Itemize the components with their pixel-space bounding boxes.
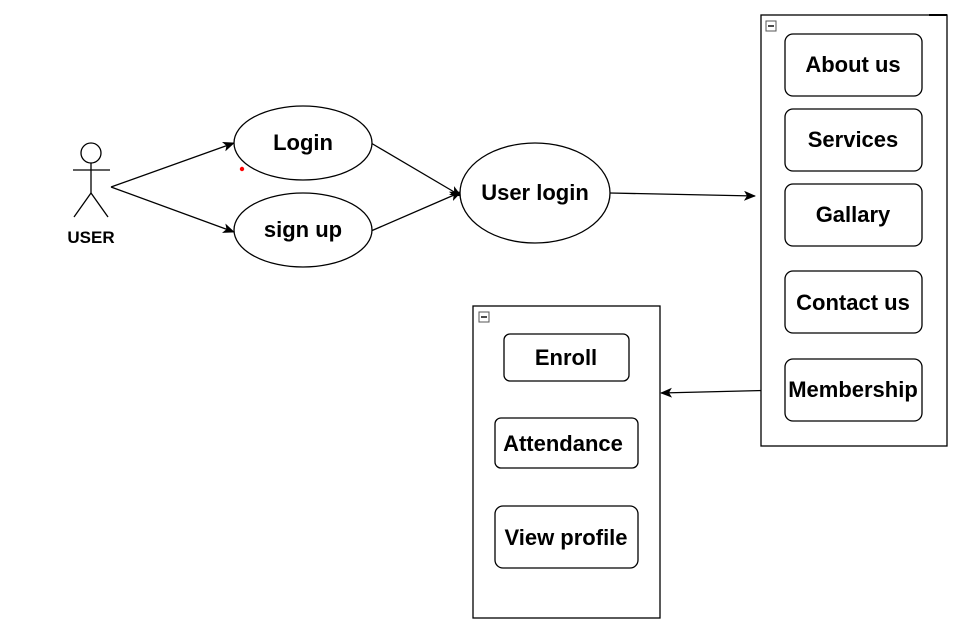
collapse-icon[interactable] bbox=[478, 311, 490, 323]
arrow-user-to-signup bbox=[110, 186, 235, 233]
contact-us-label: Contact us bbox=[796, 290, 910, 315]
membership-panel: Enroll Attendance View profile bbox=[472, 305, 661, 619]
menu-item-services[interactable]: Services bbox=[784, 108, 923, 172]
signup-label: sign up bbox=[264, 217, 342, 242]
services-label: Services bbox=[808, 127, 899, 152]
arrow-signup-to-user-login bbox=[370, 191, 462, 232]
collapse-icon[interactable] bbox=[765, 20, 777, 32]
menu-item-about-us[interactable]: About us bbox=[784, 33, 923, 97]
actor-label: USER bbox=[67, 228, 114, 247]
panel-item-attendance[interactable]: Attendance bbox=[494, 417, 639, 469]
membership-label: Membership bbox=[788, 377, 918, 402]
actor-right-leg bbox=[90, 192, 109, 218]
actor-left-leg bbox=[73, 192, 92, 218]
user-login-label: User login bbox=[481, 180, 589, 205]
use-case-signup[interactable]: sign up bbox=[233, 192, 373, 268]
panel-item-view-profile[interactable]: View profile bbox=[494, 505, 639, 569]
login-label: Login bbox=[273, 130, 333, 155]
about-us-label: About us bbox=[805, 52, 900, 77]
arrow-login-to-user-login bbox=[370, 142, 462, 197]
gallery-label: Gallary bbox=[816, 202, 891, 227]
arrow-user-login-to-menu bbox=[609, 190, 756, 201]
actor-head bbox=[80, 142, 102, 164]
view-profile-label: View profile bbox=[504, 525, 627, 550]
menu-item-membership[interactable]: Membership bbox=[784, 358, 923, 422]
use-case-login[interactable]: Login bbox=[233, 105, 373, 181]
menu-item-contact-us[interactable]: Contact us bbox=[784, 270, 923, 334]
enroll-label: Enroll bbox=[535, 345, 597, 370]
user-actor[interactable]: USER bbox=[67, 142, 115, 247]
panel-item-enroll[interactable]: Enroll bbox=[503, 333, 630, 382]
red-marker-dot bbox=[239, 166, 245, 172]
arrow-user-to-login bbox=[110, 141, 235, 188]
menu-item-gallery[interactable]: Gallary bbox=[784, 183, 923, 247]
use-case-user-login[interactable]: User login bbox=[459, 142, 611, 244]
attendance-label: Attendance bbox=[503, 431, 623, 456]
menu-panel: About us Services Gallary Contact us Mem… bbox=[760, 14, 948, 447]
